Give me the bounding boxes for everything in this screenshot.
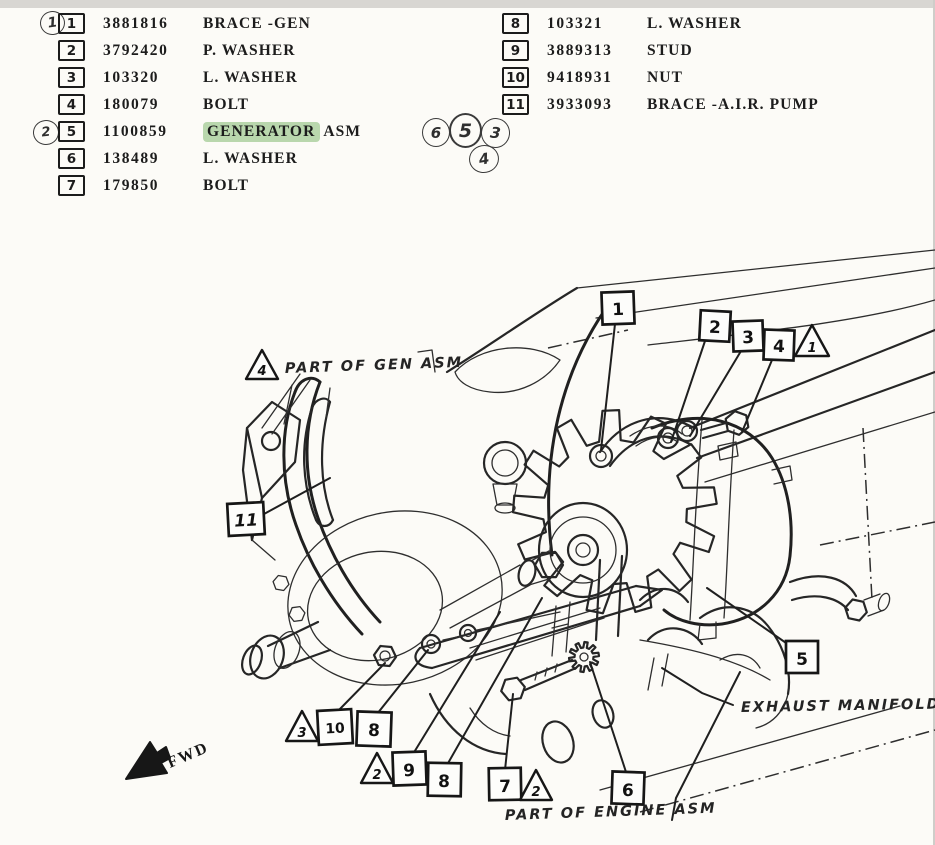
water-outlet <box>482 440 528 514</box>
bolt-and-lock-washer <box>500 640 601 702</box>
callout-7: 7 <box>499 777 511 797</box>
ref-box: 6 <box>58 148 85 169</box>
label-part-of-gen-asm: PART OF GEN ASM <box>285 355 464 377</box>
callout-boxes: 1 2 3 4 11 5 10 8 9 8 7 6 <box>225 290 820 806</box>
callout-leader-lines <box>263 323 790 821</box>
parts-row: 10 9418931 NUT <box>502 64 819 91</box>
warning-4: 4 <box>256 364 266 379</box>
part-number: 179850 <box>103 176 160 194</box>
part-description: L. WASHER <box>647 14 742 32</box>
parts-list-left: 1 3881816 BRACE -GEN 2 3792420 P. WASHER… <box>58 10 361 199</box>
part-number: 180079 <box>103 95 160 113</box>
scan-right-edge <box>933 0 935 845</box>
part-description: L. WASHER <box>203 149 298 167</box>
part-description: L. WASHER <box>203 68 298 86</box>
warning-2b: 2 <box>531 785 540 800</box>
generator-assembly <box>511 409 793 641</box>
parts-row: 4 180079 BOLT <box>58 91 361 118</box>
warning-3: 3 <box>297 726 306 741</box>
part-description: BRACE -GEN <box>203 14 311 32</box>
callout-4: 4 <box>773 337 786 357</box>
ref-box: 1 <box>58 13 85 34</box>
ref-box: 5 <box>58 121 85 142</box>
adjusting-brace <box>588 410 750 469</box>
label-part-of-engine-asm: PART OF ENGINE ASM <box>505 801 717 824</box>
fwd-arrow-icon <box>125 741 171 780</box>
part-description: BOLT <box>203 95 250 113</box>
callout-8a: 8 <box>368 721 381 741</box>
fwd-indicator: FWD <box>125 739 212 780</box>
callout-9: 9 <box>403 761 416 781</box>
ref-box: 2 <box>58 40 85 61</box>
callout-3: 3 <box>742 328 755 348</box>
warning-triangles: 1 4 3 2 2 <box>244 323 831 802</box>
part-description-suffix: ASM <box>323 122 362 140</box>
callout-10: 10 <box>325 720 346 737</box>
parts-row: 8 103321 L. WASHER <box>502 10 819 37</box>
water-pump <box>241 510 503 686</box>
part-number: 3881816 <box>103 14 169 32</box>
part-description: STUD <box>647 41 693 59</box>
search-highlight: GENERATOR <box>203 121 321 142</box>
part-number: 9418931 <box>547 68 613 86</box>
ref-box: 3 <box>58 67 85 88</box>
callout-6: 6 <box>622 781 635 801</box>
generator-fan <box>511 409 718 615</box>
margin-circle-5: 5 <box>449 113 482 148</box>
ref-box: 11 <box>502 94 529 115</box>
part-number: 103320 <box>103 68 160 86</box>
parts-row: 3 103320 L. WASHER <box>58 64 361 91</box>
air-pump-brace <box>282 376 382 636</box>
part-description: BOLT <box>203 176 250 194</box>
ref-box: 10 <box>502 67 529 88</box>
label-exhaust-manifold: EXHAUST MANIFOLD <box>741 697 935 716</box>
parts-row: 2 3792420 P. WASHER <box>58 37 361 64</box>
diagram-labels: PART OF GEN ASM EXHAUST MANIFOLD PART OF… <box>285 355 935 824</box>
callout-11: 11 <box>234 510 259 531</box>
parts-row: 11 3933093 BRACE -A.I.R. PUMP <box>502 91 819 118</box>
ref-box: 8 <box>502 13 529 34</box>
engine-top-lines <box>445 249 935 601</box>
part-description: BRACE -A.I.R. PUMP <box>647 95 819 113</box>
parts-row: 1 3881816 BRACE -GEN <box>58 10 361 37</box>
callout-2: 2 <box>708 318 721 339</box>
hose-fitting <box>788 575 891 622</box>
part-description: NUT <box>647 68 684 86</box>
part-number: 1100859 <box>103 122 168 140</box>
part-number: 3889313 <box>547 41 613 59</box>
ref-box: 7 <box>58 175 85 196</box>
ref-box: 4 <box>58 94 85 115</box>
warning-1: 1 <box>807 341 816 356</box>
callout-1: 1 <box>612 300 625 320</box>
warning-2a: 2 <box>372 768 381 783</box>
callout-8b: 8 <box>438 772 450 792</box>
label-fwd: FWD <box>165 739 212 772</box>
scan-top-edge <box>0 0 935 8</box>
part-number: 138489 <box>103 149 160 167</box>
part-number: 103321 <box>547 14 604 32</box>
part-description: P. WASHER <box>203 41 296 59</box>
part-number: 3933093 <box>547 95 613 113</box>
parts-row: 7 179850 BOLT <box>58 172 361 199</box>
parts-row: 6 138489 L. WASHER <box>58 145 361 172</box>
parts-row: 9 3889313 STUD <box>502 37 819 64</box>
callout-5: 5 <box>796 650 808 670</box>
parts-list-right: 8 103321 L. WASHER 9 3889313 STUD 10 941… <box>502 10 819 118</box>
ref-box: 9 <box>502 40 529 61</box>
part-number: 3792420 <box>103 41 169 59</box>
